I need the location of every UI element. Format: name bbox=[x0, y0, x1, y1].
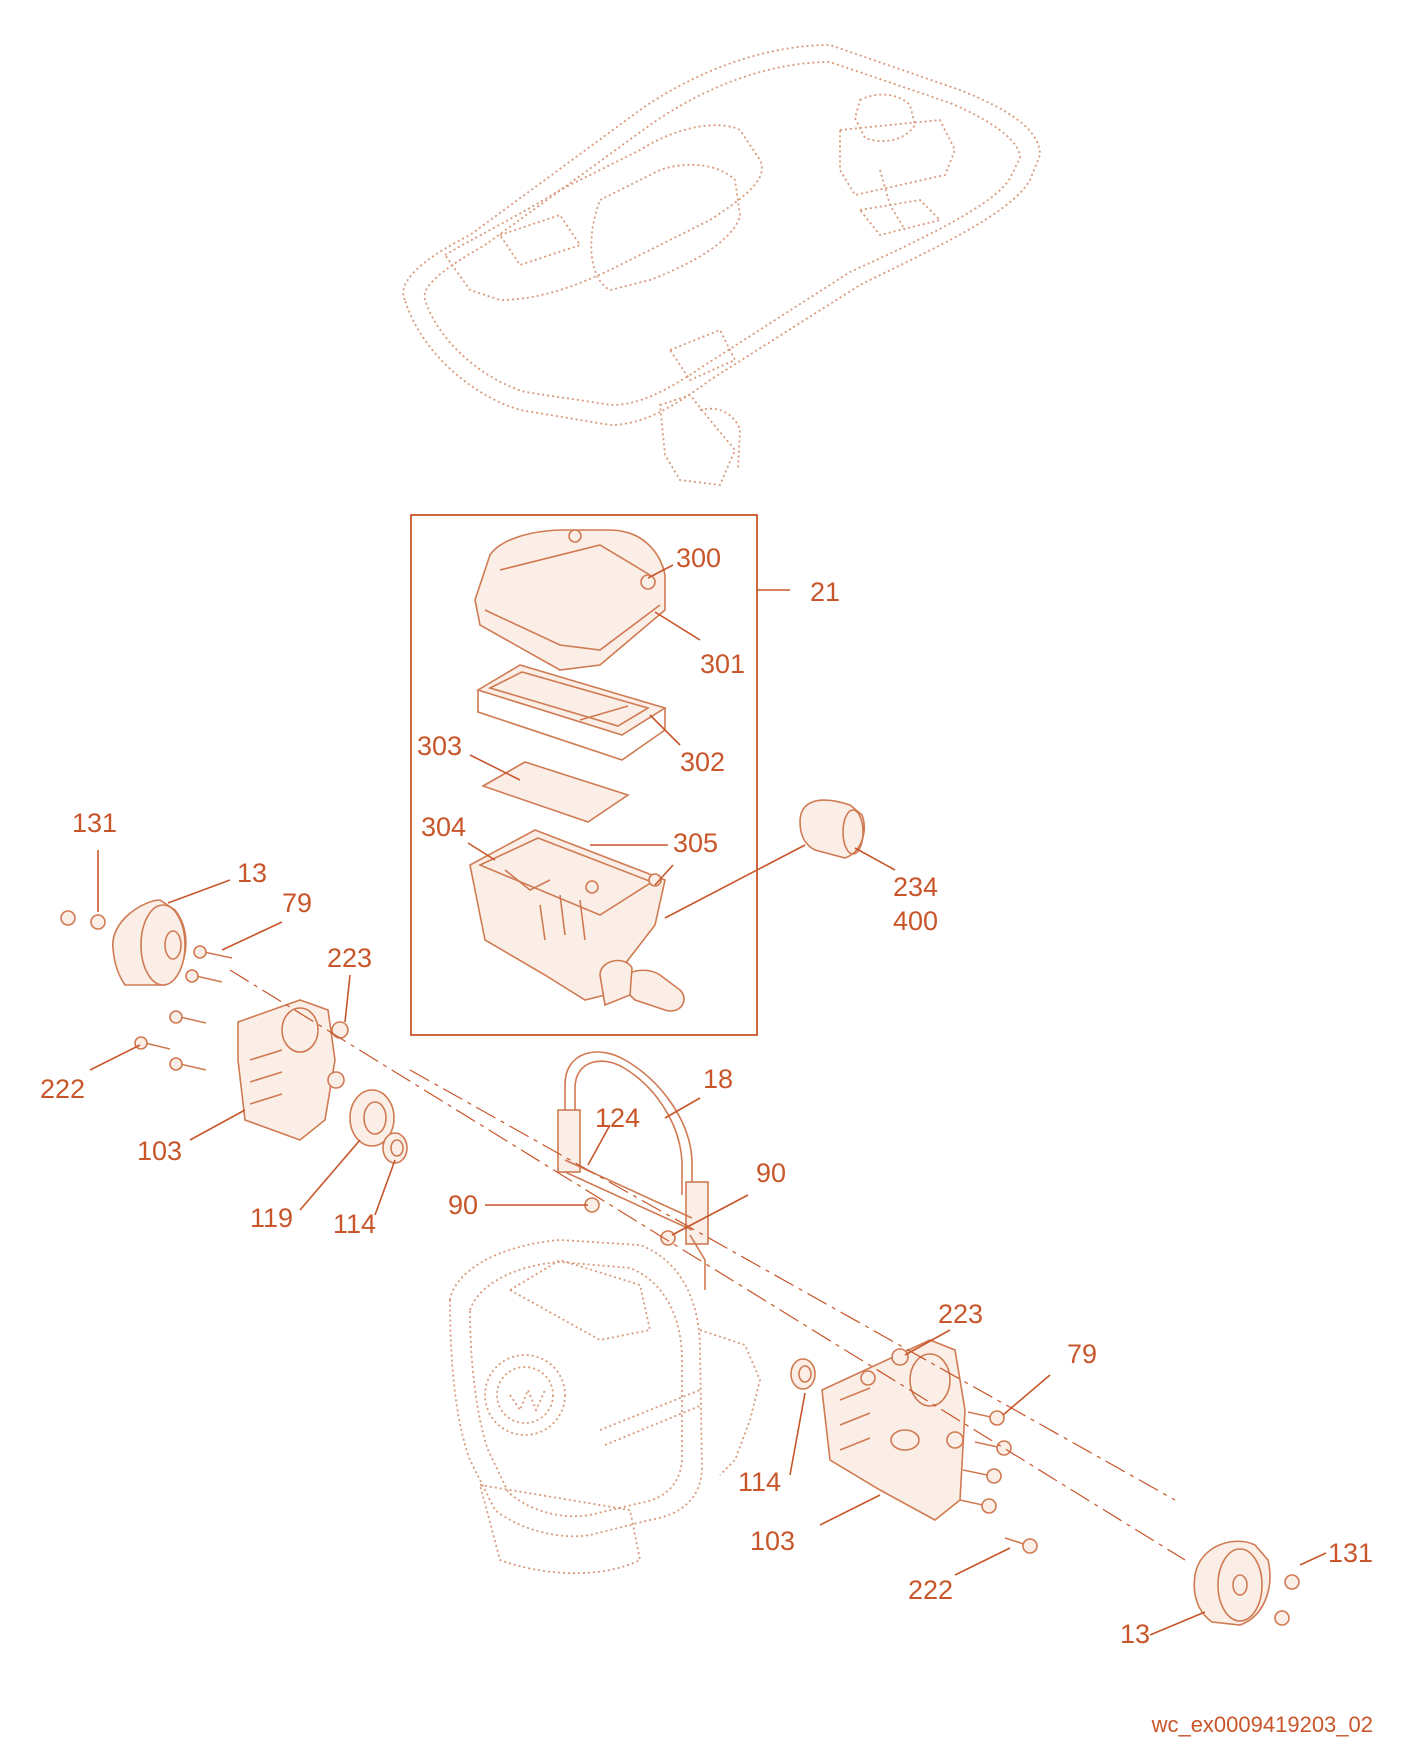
machine-frame-outline bbox=[402, 44, 1041, 486]
callout-305: 305 bbox=[673, 828, 718, 858]
callout-234: 234 bbox=[893, 872, 938, 902]
callout-18: 18 bbox=[703, 1064, 733, 1094]
callout-302: 302 bbox=[680, 747, 725, 777]
callout-103-left: 103 bbox=[137, 1136, 182, 1166]
left-bushing bbox=[382, 1132, 408, 1164]
callout-114-left: 114 bbox=[333, 1209, 376, 1239]
callout-222-right: 222 bbox=[908, 1575, 953, 1605]
air-filter-assembly-box bbox=[410, 514, 758, 1036]
right-counterweight bbox=[1193, 1540, 1300, 1626]
callout-103-right: 103 bbox=[750, 1526, 795, 1556]
callout-114-right: 114 bbox=[738, 1467, 781, 1497]
callout-222-left: 222 bbox=[40, 1074, 85, 1104]
right-bushing bbox=[790, 1358, 816, 1390]
air-filter-element bbox=[476, 664, 667, 761]
left-engine-bracket bbox=[237, 999, 349, 1141]
callout-223-right: 223 bbox=[938, 1299, 983, 1329]
callout-leaders bbox=[89, 564, 1327, 1636]
callout-223-left: 223 bbox=[327, 943, 372, 973]
callout-13-left: 13 bbox=[237, 858, 267, 888]
left-counterweight bbox=[60, 899, 187, 986]
pre-filter-foam bbox=[481, 761, 630, 823]
drawing-id-caption: wc_ex0009419203_02 bbox=[1151, 1712, 1373, 1737]
callout-124: 124 bbox=[595, 1103, 640, 1133]
callout-131-left: 131 bbox=[72, 808, 117, 838]
callout-301: 301 bbox=[700, 649, 745, 679]
air-filter-housing bbox=[469, 829, 685, 1012]
callout-300: 300 bbox=[676, 543, 721, 573]
engine-block bbox=[449, 1239, 761, 1575]
callout-131-right: 131 bbox=[1328, 1538, 1373, 1568]
callout-79-left: 79 bbox=[282, 888, 312, 918]
callout-303: 303 bbox=[417, 731, 462, 761]
callout-400: 400 bbox=[893, 906, 938, 936]
callout-304: 304 bbox=[421, 812, 466, 842]
shaft-center-axis bbox=[229, 969, 1186, 1561]
callout-79-right: 79 bbox=[1067, 1339, 1097, 1369]
right-bolts bbox=[959, 1410, 1038, 1554]
callout-21: 21 bbox=[810, 577, 840, 607]
callout-90-right: 90 bbox=[756, 1158, 786, 1188]
callout-119: 119 bbox=[250, 1203, 293, 1233]
air-filter-cover bbox=[474, 529, 666, 671]
right-engine-bracket bbox=[821, 1339, 966, 1521]
bow-handle bbox=[557, 1051, 709, 1290]
callout-13-right: 13 bbox=[1120, 1619, 1150, 1649]
left-shaft-seal bbox=[349, 1089, 395, 1147]
rubber-sleeve bbox=[664, 799, 866, 919]
callout-90-left: 90 bbox=[448, 1190, 478, 1220]
